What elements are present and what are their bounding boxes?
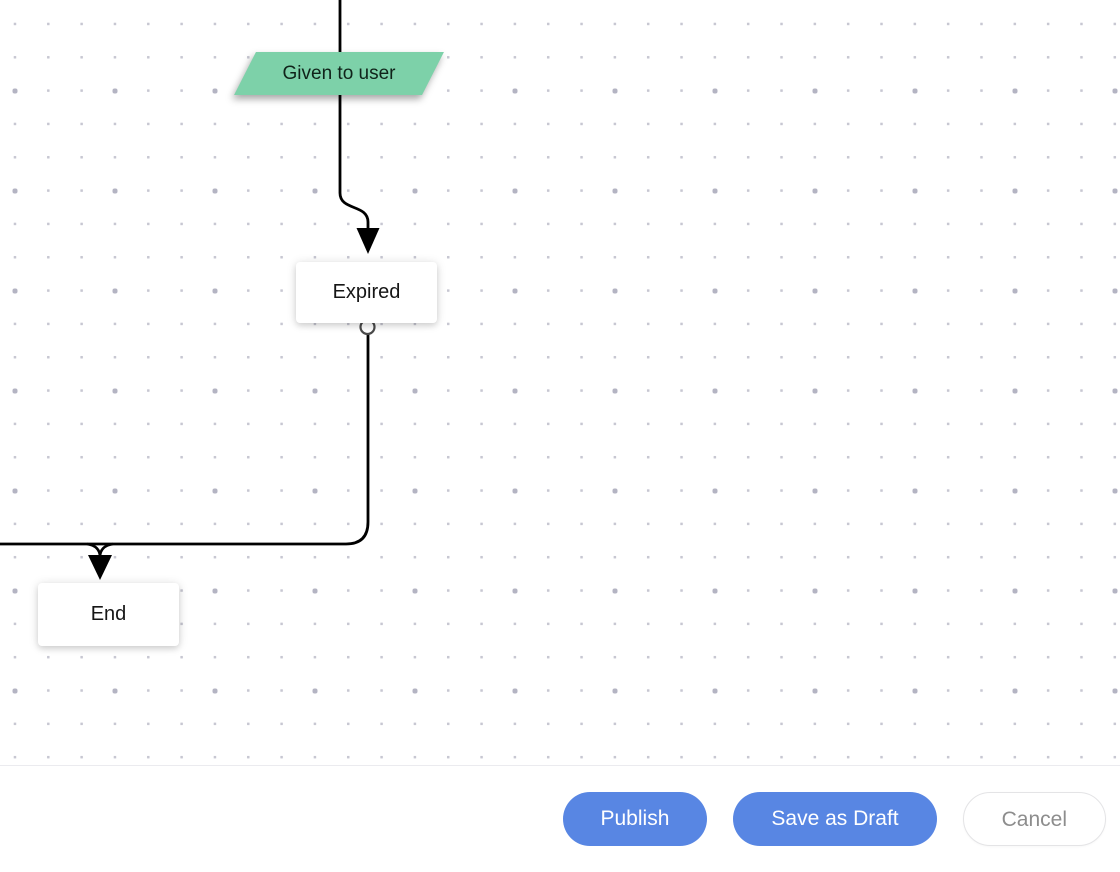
node-given-to-user[interactable]: Given to user bbox=[234, 52, 444, 95]
node-label: End bbox=[90, 603, 127, 625]
cancel-button[interactable]: Cancel bbox=[962, 792, 1106, 846]
flow-canvas[interactable]: Given to user Expired End bbox=[0, 0, 1120, 765]
save-as-draft-button[interactable]: Save as Draft bbox=[733, 792, 937, 846]
action-bar: Publish Save as Draft Cancel bbox=[0, 765, 1120, 872]
edge-top-to-expired bbox=[338, 0, 370, 229]
arrowhead-down-icon bbox=[88, 555, 112, 580]
node-end[interactable]: End bbox=[38, 583, 179, 646]
edge-layer bbox=[0, 0, 380, 580]
transition-label: Given to user bbox=[282, 62, 396, 84]
node-label: Expired bbox=[332, 281, 401, 303]
arrowhead-down-icon bbox=[356, 228, 380, 254]
publish-button[interactable]: Publish bbox=[562, 792, 708, 846]
edge-expired-to-end bbox=[0, 334, 370, 546]
node-expired[interactable]: Expired bbox=[296, 262, 437, 323]
